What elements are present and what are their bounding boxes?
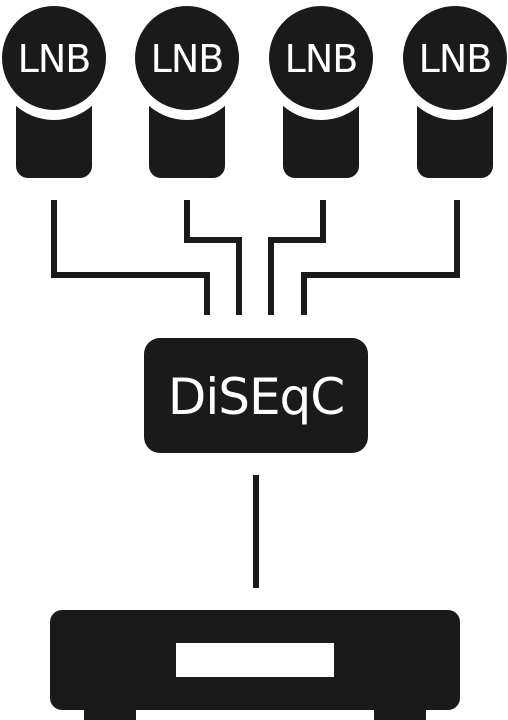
lnb-2-head: [135, 6, 239, 110]
lnb-1: LNB: [0, 4, 112, 178]
lnb-3-label: LNB: [285, 37, 358, 81]
diseqc-switch-label: DiSEqC: [168, 368, 344, 426]
lnb-4-head: [403, 6, 507, 110]
cable-lnb-3: [268, 200, 326, 315]
diseqc-switch: DiSEqC: [144, 338, 368, 453]
receiver-foot-left: [84, 706, 136, 720]
lnb-2-label: LNB: [151, 37, 224, 81]
lnb-4: LNB: [397, 4, 508, 178]
cable-lnb-2: [184, 200, 242, 315]
cable-lnb-4: [301, 200, 460, 315]
lnb-2: LNB: [129, 4, 245, 178]
receiver-foot-right: [374, 706, 426, 720]
cable-lnb-1: [51, 200, 210, 315]
lnb-1-label: LNB: [18, 37, 91, 81]
set-top-box-icon: [50, 610, 460, 720]
lnb-4-label: LNB: [419, 37, 492, 81]
lnb-1-head: [2, 6, 106, 110]
lnb-3-head: [269, 6, 373, 110]
receiver-display: [176, 643, 334, 677]
diseqc-switch-box: [144, 338, 368, 453]
lnb-3: LNB: [263, 4, 379, 178]
